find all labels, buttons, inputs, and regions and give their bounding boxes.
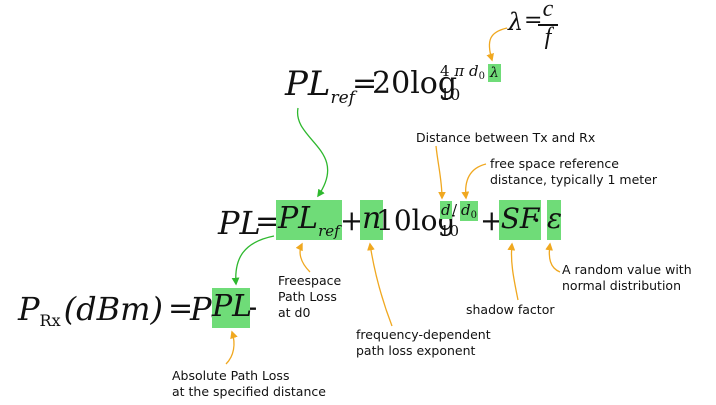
pl-dot: · xyxy=(532,204,541,237)
pl-ref-highlight: PLref xyxy=(276,200,342,240)
lambda-symbol: λ xyxy=(508,8,524,36)
arrow-shadow xyxy=(507,242,519,301)
plref-coefficient: 20log xyxy=(372,66,458,101)
arrow-distance xyxy=(435,145,446,200)
pl-d0-highlight: d0 xyxy=(460,201,478,221)
arrow-random xyxy=(545,242,561,273)
pl-plus-2: + xyxy=(480,204,504,237)
fraction-bar xyxy=(538,24,558,26)
plref-equals: = xyxy=(352,66,378,101)
arrow-absolute xyxy=(225,330,238,365)
arrow-freespace xyxy=(295,242,311,273)
pl-plus-1: + xyxy=(340,204,364,237)
arrow-lambda xyxy=(486,27,508,62)
arrow-plref xyxy=(297,107,329,198)
pl-log-base: 10 xyxy=(440,222,460,240)
prx-lhs: PRx(dBm) xyxy=(18,290,163,330)
annotation-distance: Distance between Tx and Rx xyxy=(416,130,596,145)
annotation-shadow: shadow factor xyxy=(466,302,555,317)
pl-coefficient: 10log xyxy=(376,204,456,237)
pl-d-highlight: d xyxy=(440,201,452,219)
plref-lambda-highlight: λ xyxy=(488,64,501,82)
pl-equals: = xyxy=(255,204,281,239)
pl-epsilon-highlight: ε xyxy=(547,200,562,240)
lambda-equals: = xyxy=(524,8,543,33)
arrow-ref-distance xyxy=(461,163,487,200)
pl-sf-highlight: SF xyxy=(499,200,541,240)
arrow-exponent xyxy=(367,242,393,327)
pl-sup-slash: / xyxy=(452,201,458,219)
pl-n-highlight: n xyxy=(360,200,384,240)
prx-equals: = xyxy=(168,291,194,326)
lambda-denominator: f xyxy=(544,24,552,50)
prx-pl-highlight: PL xyxy=(212,288,252,328)
pl-lhs: PL xyxy=(218,204,261,242)
arrow-pl-to-prx xyxy=(231,235,275,286)
plref-lhs: PLref xyxy=(285,64,355,108)
lambda-numerator: c xyxy=(542,0,554,22)
plref-log-base: 10 xyxy=(440,85,461,104)
